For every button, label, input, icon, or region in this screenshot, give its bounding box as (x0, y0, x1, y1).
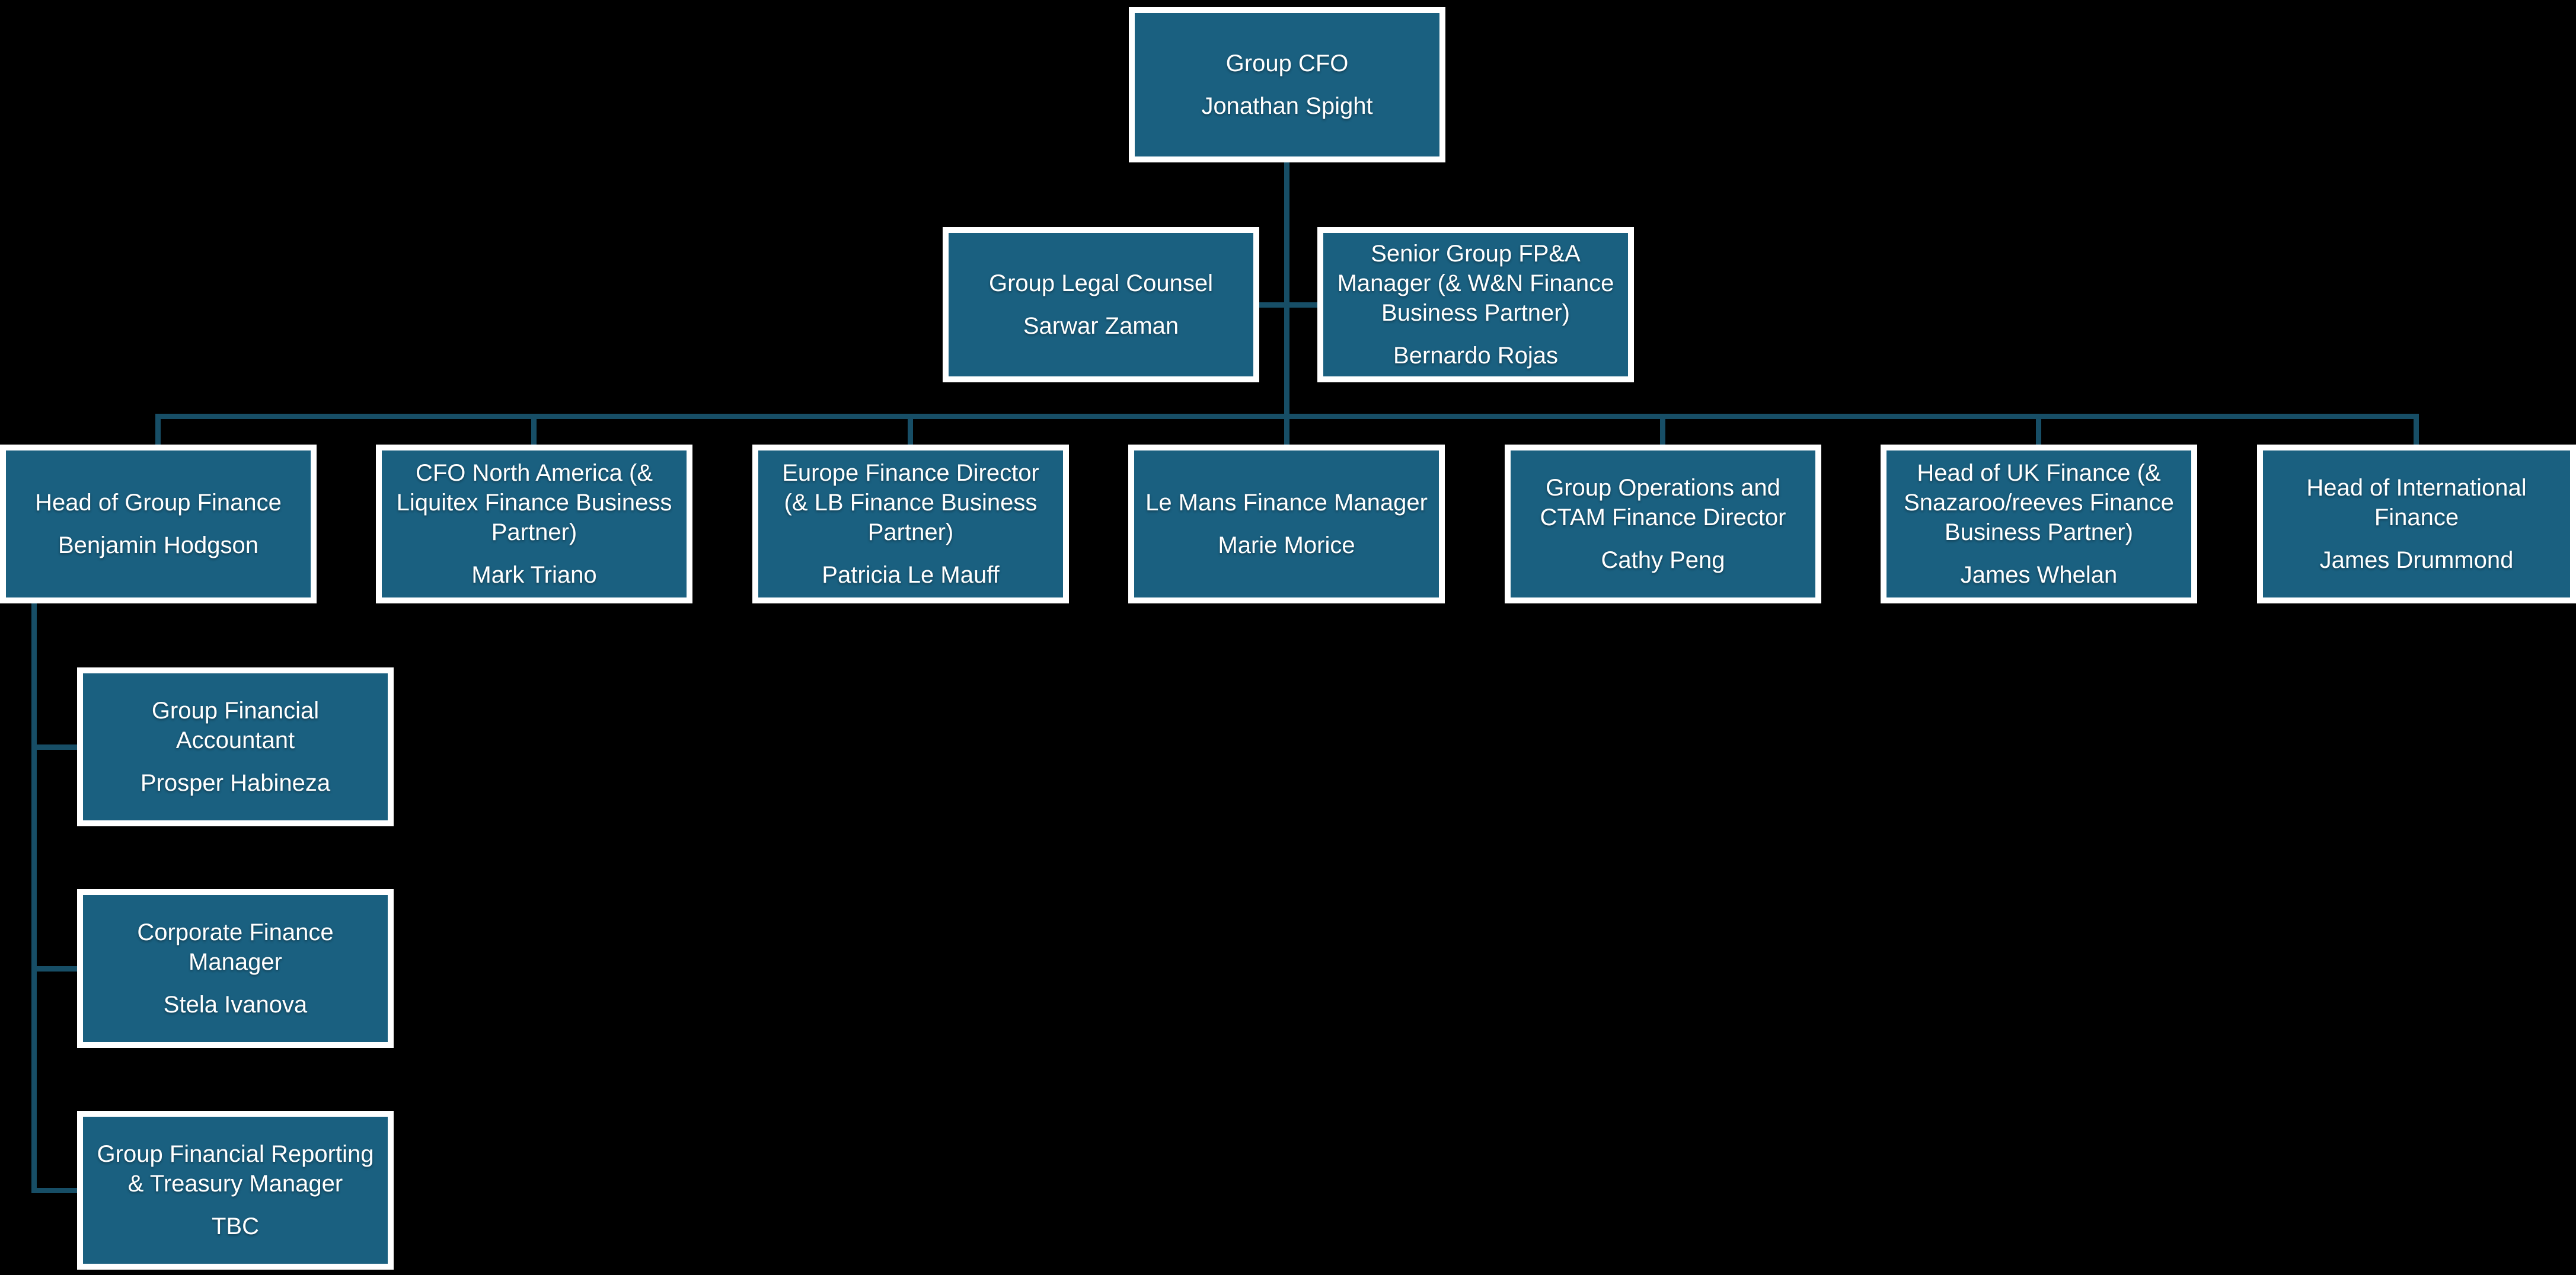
org-node-cfo-north-america[interactable]: CFO North America (& Liquitex Finance Bu… (376, 445, 692, 603)
person-name: Cathy Peng (1601, 547, 1725, 573)
role-title: Group Financial Reporting & Treasury Man… (97, 1141, 374, 1197)
org-node-head-of-international-finance[interactable]: Head of International Finance James Drum… (2257, 445, 2576, 603)
connector-stub-fpa (1289, 302, 1317, 308)
role-title: Le Mans Finance Manager (1145, 490, 1428, 516)
org-node-europe-finance-director[interactable]: Europe Finance Director (& LB Finance Bu… (752, 445, 1069, 603)
person-name: Mark Triano (471, 562, 597, 588)
person-name: Sarwar Zaman (1023, 313, 1179, 339)
connector-drop-europe-fd (908, 417, 913, 446)
org-node-group-operations-ctam-finance-director[interactable]: Group Operations and CTAM Finance Direct… (1505, 445, 1821, 603)
org-node-group-financial-accountant[interactable]: Group Financial Accountant Prosper Habin… (77, 667, 394, 826)
connector-hang-stub-reporting (31, 1188, 77, 1193)
role-title: Head of UK Finance (& Snazaroo/reeves Fi… (1904, 460, 2174, 545)
role-title: Corporate Finance Manager (137, 919, 334, 975)
person-name: James Drummond (2319, 547, 2514, 573)
role-title: Head of International Finance (2306, 475, 2527, 531)
org-node-le-mans-finance-manager[interactable]: Le Mans Finance Manager Marie Morice (1128, 445, 1445, 603)
person-name: Benjamin Hodgson (58, 532, 258, 558)
role-title: Group Financial Accountant (151, 698, 320, 753)
person-name: TBC (212, 1213, 259, 1239)
org-node-group-financial-reporting-treasury-manager[interactable]: Group Financial Reporting & Treasury Man… (77, 1111, 394, 1270)
person-name: Patricia Le Mauff (822, 562, 1000, 588)
role-title: Senior Group FP&A Manager (& W&N Finance… (1337, 241, 1614, 326)
org-node-group-legal-counsel[interactable]: Group Legal Counsel Sarwar Zaman (943, 227, 1259, 382)
role-title: Head of Group Finance (35, 490, 282, 516)
org-node-senior-group-fpa-manager[interactable]: Senior Group FP&A Manager (& W&N Finance… (1317, 227, 1634, 382)
connector-hang-rail (31, 603, 37, 1193)
person-name: Prosper Habineza (140, 770, 331, 796)
connector-drop-uk-finance (2036, 417, 2041, 446)
role-title: Group Legal Counsel (988, 270, 1214, 296)
person-name: Jonathan Spight (1201, 93, 1373, 119)
role-title: Europe Finance Director (& LB Finance Bu… (782, 460, 1039, 545)
connector-drop-cfo-na (531, 417, 537, 446)
role-title: Group Operations and CTAM Finance Direct… (1540, 475, 1786, 531)
person-name: Marie Morice (1218, 532, 1355, 558)
role-title: Group CFO (1225, 50, 1349, 76)
role-title: CFO North America (& Liquitex Finance Bu… (396, 460, 672, 545)
connector-hang-stub-corporate (31, 966, 77, 972)
connector-drop-group-finance (155, 417, 161, 446)
org-node-head-of-group-finance[interactable]: Head of Group Finance Benjamin Hodgson (0, 445, 317, 603)
connector-root-trunk (1284, 161, 1289, 446)
person-name: Bernardo Rojas (1393, 343, 1558, 369)
connector-drop-intl-finance (2414, 417, 2419, 446)
person-name: Stela Ivanova (163, 992, 308, 1018)
org-node-head-of-uk-finance[interactable]: Head of UK Finance (& Snazaroo/reeves Fi… (1881, 445, 2197, 603)
connector-drop-group-ops (1660, 417, 1665, 446)
person-name: James Whelan (1960, 562, 2118, 588)
connector-stub-legal (1259, 302, 1284, 308)
org-node-group-cfo[interactable]: Group CFO Jonathan Spight (1129, 7, 1445, 162)
connector-hang-stub-accountant (31, 744, 77, 750)
connector-horizontal-bus (155, 414, 2419, 419)
org-node-corporate-finance-manager[interactable]: Corporate Finance Manager Stela Ivanova (77, 889, 394, 1048)
